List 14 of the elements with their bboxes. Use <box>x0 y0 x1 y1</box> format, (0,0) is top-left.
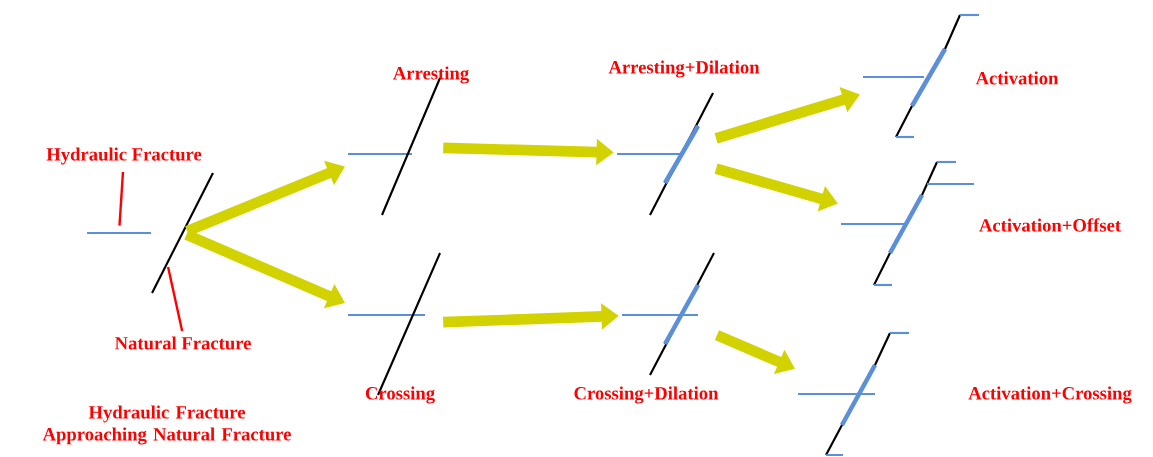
state-label: Activation+Crossing <box>968 386 1132 404</box>
state-label: Arresting+Dilation <box>608 60 760 78</box>
leader-line <box>118 171 125 226</box>
fracture-label: Hydraulic Fracture <box>46 147 202 165</box>
state-label: Arresting <box>393 66 469 84</box>
fracture-label: Natural Fracture <box>114 336 251 350</box>
natural-fracture-line <box>151 172 214 294</box>
leader-line <box>166 266 184 332</box>
state-label: Crossing <box>365 386 435 404</box>
state-label: Activation <box>975 71 1059 85</box>
state-label: Crossing+Dilation <box>574 386 719 404</box>
state-label: Activation+Offset <box>979 218 1121 232</box>
caption: Hydraulic Fracture Approaching Natural Fracture <box>42 405 291 445</box>
hydraulic-fracture-line <box>87 231 151 235</box>
